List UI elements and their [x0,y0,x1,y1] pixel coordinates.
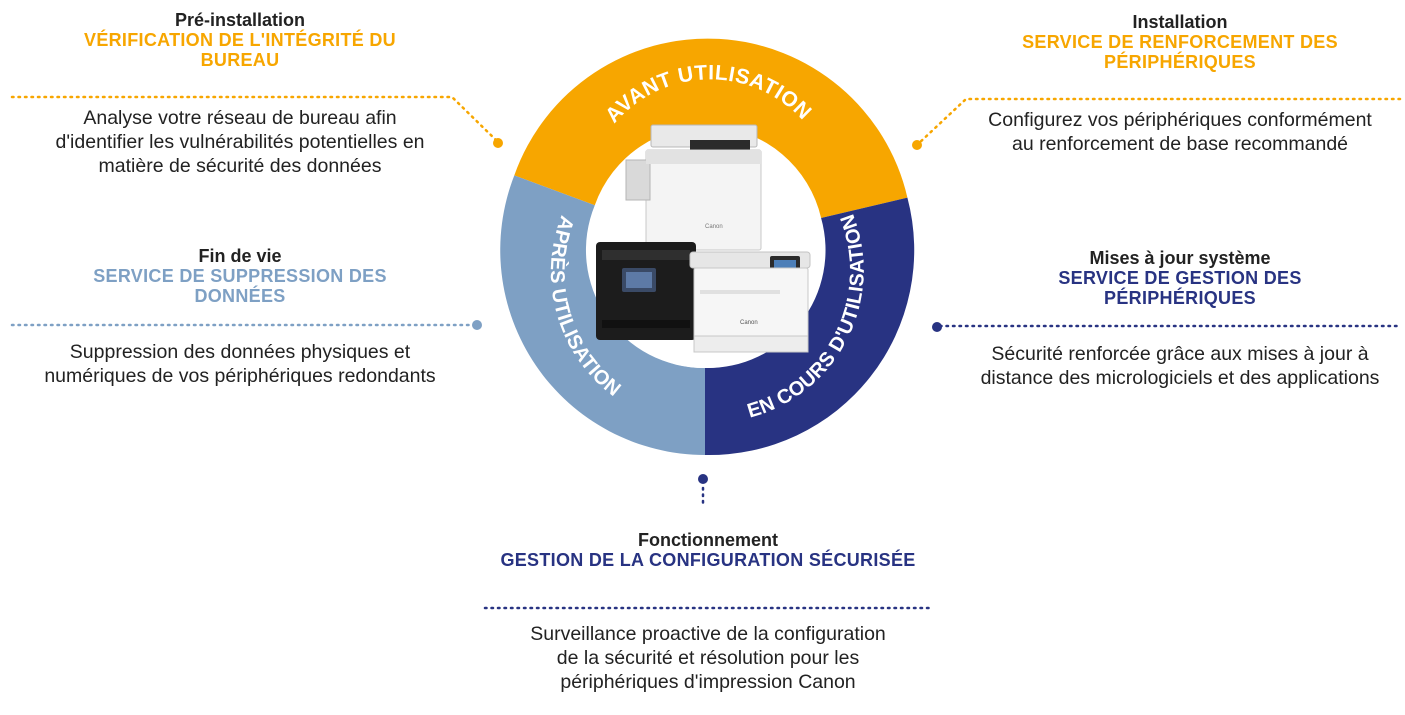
step-installation: Installation SERVICE DE RENFORCEMENT DES… [960,12,1400,72]
step-pre-installation-description: Analyse votre réseau de bureau afin d'id… [20,106,460,178]
connector-dot-system-updates [932,322,942,332]
service-title: SERVICE DE RENFORCEMENT DES PÉRIPHÉRIQUE… [1022,32,1338,72]
service-title: GESTION DE LA CONFIGURATION SÉCURISÉE [500,550,916,570]
service-title: SERVICE DE SUPPRESSION DES DONNÉES [93,266,387,306]
service-description: Configurez vos périphériques conformémen… [988,109,1372,155]
svg-text:Canon: Canon [705,224,723,230]
step-end-of-life: Fin de vie SERVICE DE SUPPRESSION DES DO… [20,246,460,306]
canon-printers-image: Canon Canon [596,124,811,353]
phase-label: Fonctionnement [638,530,778,550]
connector-pre-installation [10,95,500,144]
step-end-of-life-description: Suppression des données physiques et num… [10,340,470,388]
service-title: VÉRIFICATION DE L'INTÉGRITÉ DU BUREAU [84,30,396,70]
phase-label: Installation [1132,12,1228,32]
step-system-updates: Mises à jour système SERVICE DE GESTION … [960,248,1400,308]
service-description: Analyse votre réseau de bureau afin d'id… [55,107,425,177]
laser-printer-icon: Canon [689,251,811,353]
service-description: Surveillance proactive de la configurati… [530,623,886,693]
step-system-updates-description: Sécurité renforcée grâce aux mises à jou… [955,342,1405,390]
svg-text:Canon: Canon [740,320,758,326]
connector-dot-installation [912,140,922,150]
phase-label: Mises à jour système [1089,248,1271,268]
connector-dot-operation [698,474,708,484]
phase-label: Fin de vie [198,246,282,266]
connector-dot-end-of-life [472,320,482,330]
service-description: Suppression des données physiques et num… [44,341,436,387]
ring-segment-en-cours [705,197,915,456]
step-operation-description: Surveillance proactive de la configurati… [483,622,933,694]
connector-dot-pre-installation [493,138,503,148]
ring-segment-avant [514,38,908,218]
service-description: Sécurité renforcée grâce aux mises à jou… [980,343,1380,389]
multifunction-printer-icon: Canon [625,124,762,251]
black-printer-icon [596,242,696,340]
step-installation-description: Configurez vos périphériques conformémen… [960,108,1400,156]
service-title: SERVICE DE GESTION DES PÉRIPHÉRIQUES [1058,268,1302,308]
step-operation: Fonctionnement GESTION DE LA CONFIGURATI… [483,530,933,570]
connector-installation [916,97,1402,146]
phase-label: Pré-installation [174,10,306,30]
step-pre-installation: Pré-installation VÉRIFICATION DE L'INTÉG… [20,10,460,70]
